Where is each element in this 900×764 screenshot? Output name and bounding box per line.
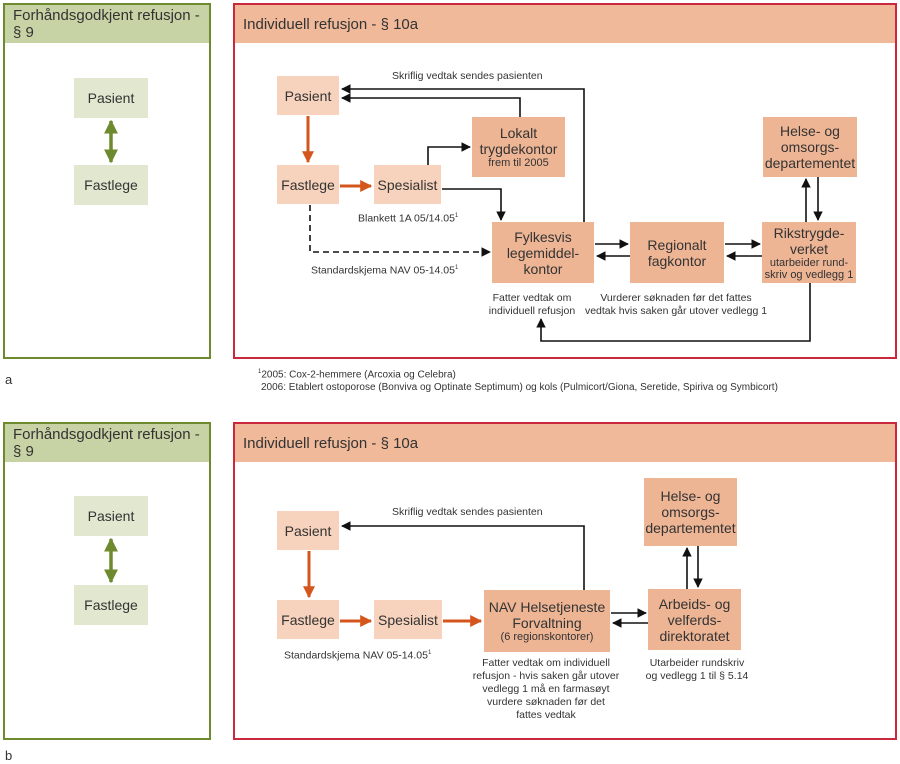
a-blankett-text: Blankett 1A 05/14.05 <box>358 212 455 225</box>
b-nav-pasient-arrow <box>341 521 585 590</box>
a-vurderer-label: Vurderer søknaden før det fattes vedtak … <box>585 292 767 318</box>
b-left-pasient-box: Pasient <box>74 496 148 536</box>
b-nav-line2: Forvaltning <box>512 615 582 631</box>
a-forhandsgodkjent-panel: Forhåndsgodkjent refusjon - § 9 <box>3 3 211 359</box>
b-fatter-line3: vedlegg 1 må en farmasøyt <box>482 683 610 695</box>
b-arbeids-line2: velferds- <box>667 611 722 628</box>
b-helse-line2: omsorgs- <box>661 504 720 520</box>
b-arbeids-line1: Arbeids- og <box>658 595 731 612</box>
b-spesialist-box: Spesialist <box>374 600 442 639</box>
a-standardskjema-label: Standardskjema NAV 05-14.051 <box>311 262 458 278</box>
a-figure-tag: a <box>5 372 13 387</box>
a-fatter-label: Fatter vedtak om individuell refusjon <box>489 292 575 318</box>
a-lokalt-sub: frem til 2005 <box>488 157 549 169</box>
a-spesialist-fylkesvis-arrow <box>442 188 506 221</box>
a-fatter-line2: individuell refusjon <box>488 305 576 317</box>
a-fylkesvis-box: Fylkesvis legemiddel- kontor <box>492 222 594 283</box>
a-vurderer-line1: Vurderer søknaden før det fattes <box>600 292 752 304</box>
a-regionalt-line2: fagkontor <box>647 252 707 269</box>
a-blankett-sup: 1 <box>454 213 459 219</box>
a-lokalt-line2: trygdekontor <box>479 141 558 157</box>
b-individuell-panel: Individuell refusjon - § 10a <box>233 422 897 740</box>
a-standardskjema-sup: 1 <box>454 265 459 271</box>
a-pasient-box: Pasient <box>277 76 339 115</box>
b-standardskjema-label: Standardskjema NAV 05-14.051 <box>284 647 431 663</box>
a-right-panel-title: Individuell refusjon - § 10a <box>235 5 895 43</box>
a-footnote-line1: 12005: Cox-2-hemmere (Arcoxia og Celebra… <box>258 366 778 381</box>
b-nav-line1: NAV Helsetjeneste <box>488 599 606 615</box>
b-fatter-line4: vurdere søknaden før det <box>487 696 605 708</box>
a-left-panel-title: Forhåndsgodkjent refusjon - § 9 <box>5 5 209 43</box>
b-left-fastlege-box: Fastlege <box>74 585 148 625</box>
a-rikstrygde-line1: Rikstrygde- <box>773 224 845 241</box>
b-figure-tag: b <box>5 748 13 763</box>
a-regionalt-fagkontor-box: Regionalt fagkontor <box>630 222 724 283</box>
a-fastlege-box: Fastlege <box>277 165 339 204</box>
a-helse-line2: omsorgs- <box>780 139 840 155</box>
a-fylkesvis-line2: legemiddel- <box>506 244 580 261</box>
a-fastlege-fylkesvis-dashed-arrow <box>309 205 491 257</box>
a-rikstrygde-line2: verket <box>789 240 829 257</box>
a-standardskjema-text: Standardskjema NAV 05-14.05 <box>311 264 455 277</box>
b-helse-line3: departementet <box>645 520 736 536</box>
a-left-pasient-box: Pasient <box>74 78 148 118</box>
a-footnote-line2: 2006: Etablert ostoporose (Bonviva og Op… <box>261 382 778 394</box>
a-helse-departementet-box: Helse- og omsorgs- departementet <box>763 117 857 177</box>
b-arbeids-line3: direktoratet <box>659 627 730 644</box>
a-footnote-sup: 1 <box>258 369 262 375</box>
a-fatter-line1: Fatter vedtak om <box>492 292 572 304</box>
b-right-panel-title: Individuell refusjon - § 10a <box>235 424 895 462</box>
b-fatter-line1: Fatter vedtak om individuell <box>482 657 610 669</box>
b-nav-helsetjeneste-box: NAV Helsetjeneste Forvaltning (6 regions… <box>484 590 610 652</box>
b-arbeids-velferdsdirektoratet-box: Arbeids- og velferds- direktoratet <box>648 589 741 650</box>
b-utarbeider-label: Utarbeider rundskriv og vedlegg 1 til § … <box>646 657 749 683</box>
b-pasient-box: Pasient <box>277 511 339 550</box>
a-helse-line3: departementet <box>764 155 856 171</box>
a-left-fastlege-box: Fastlege <box>74 165 148 205</box>
a-rikstrygde-fylkesvis-return-arrow <box>536 283 811 342</box>
b-standardskjema-sup: 1 <box>427 650 432 656</box>
b-standardskjema-text: Standardskjema NAV 05-14.05 <box>284 649 428 662</box>
a-rikstrygde-sub1: utarbeider rund- <box>769 256 849 269</box>
a-footnote-text1: 2005: Cox-2-hemmere (Arcoxia og Celebra) <box>261 369 456 381</box>
a-rikstrygdeverket-box: Rikstrygde- verket utarbeider rund- skri… <box>762 222 856 283</box>
b-skriflig-label: Skriflig vedtak sendes pasienten <box>392 506 543 518</box>
b-helse-departementet-box: Helse- og omsorgs- departementet <box>644 478 737 546</box>
a-blankett-label: Blankett 1A 05/14.051 <box>358 210 458 226</box>
a-skriflig-label: Skriflig vedtak sendes pasienten <box>392 70 543 82</box>
b-fatter-line5: fattes vedtak <box>516 709 576 721</box>
a-fylkesvis-line1: Fylkesvis <box>514 228 572 245</box>
b-nav-sub: (6 regionskontorer) <box>500 631 594 643</box>
a-fylkesvis-pasient-arrow <box>341 84 585 222</box>
a-vurderer-line2: vedtak hvis saken går utover vedlegg 1 <box>584 305 768 317</box>
b-left-panel-title: Forhåndsgodkjent refusjon - § 9 <box>5 424 209 462</box>
a-footnote: 12005: Cox-2-hemmere (Arcoxia og Celebra… <box>258 366 778 394</box>
b-fastlege-box: Fastlege <box>277 600 339 639</box>
b-helse-line1: Helse- og <box>660 488 721 504</box>
b-fatter-label: Fatter vedtak om individuell refusjon - … <box>473 657 620 722</box>
b-forhandsgodkjent-panel: Forhåndsgodkjent refusjon - § 9 <box>3 422 211 740</box>
a-lokalt-pasient-arrow <box>341 93 521 117</box>
a-individuell-panel: Individuell refusjon - § 10a <box>233 3 897 359</box>
a-lokalt-trygdekontor-box: Lokalt trygdekontor frem til 2005 <box>472 117 565 177</box>
a-lokalt-line1: Lokalt <box>499 125 538 141</box>
a-fylkesvis-line3: kontor <box>523 260 563 277</box>
b-utarbeider-line2: og vedlegg 1 til § 5.14 <box>645 670 749 682</box>
b-fatter-line2: refusjon - hvis saken går utover <box>472 670 620 682</box>
a-spesialist-lokalt-arrow <box>427 142 471 165</box>
a-regionalt-line1: Regionalt <box>647 236 707 253</box>
a-helse-line1: Helse- og <box>780 123 840 139</box>
b-utarbeider-line1: Utarbeider rundskriv <box>649 657 745 669</box>
a-spesialist-box: Spesialist <box>374 165 441 204</box>
a-rikstrygde-sub2: skriv og vedlegg 1 <box>764 268 854 281</box>
